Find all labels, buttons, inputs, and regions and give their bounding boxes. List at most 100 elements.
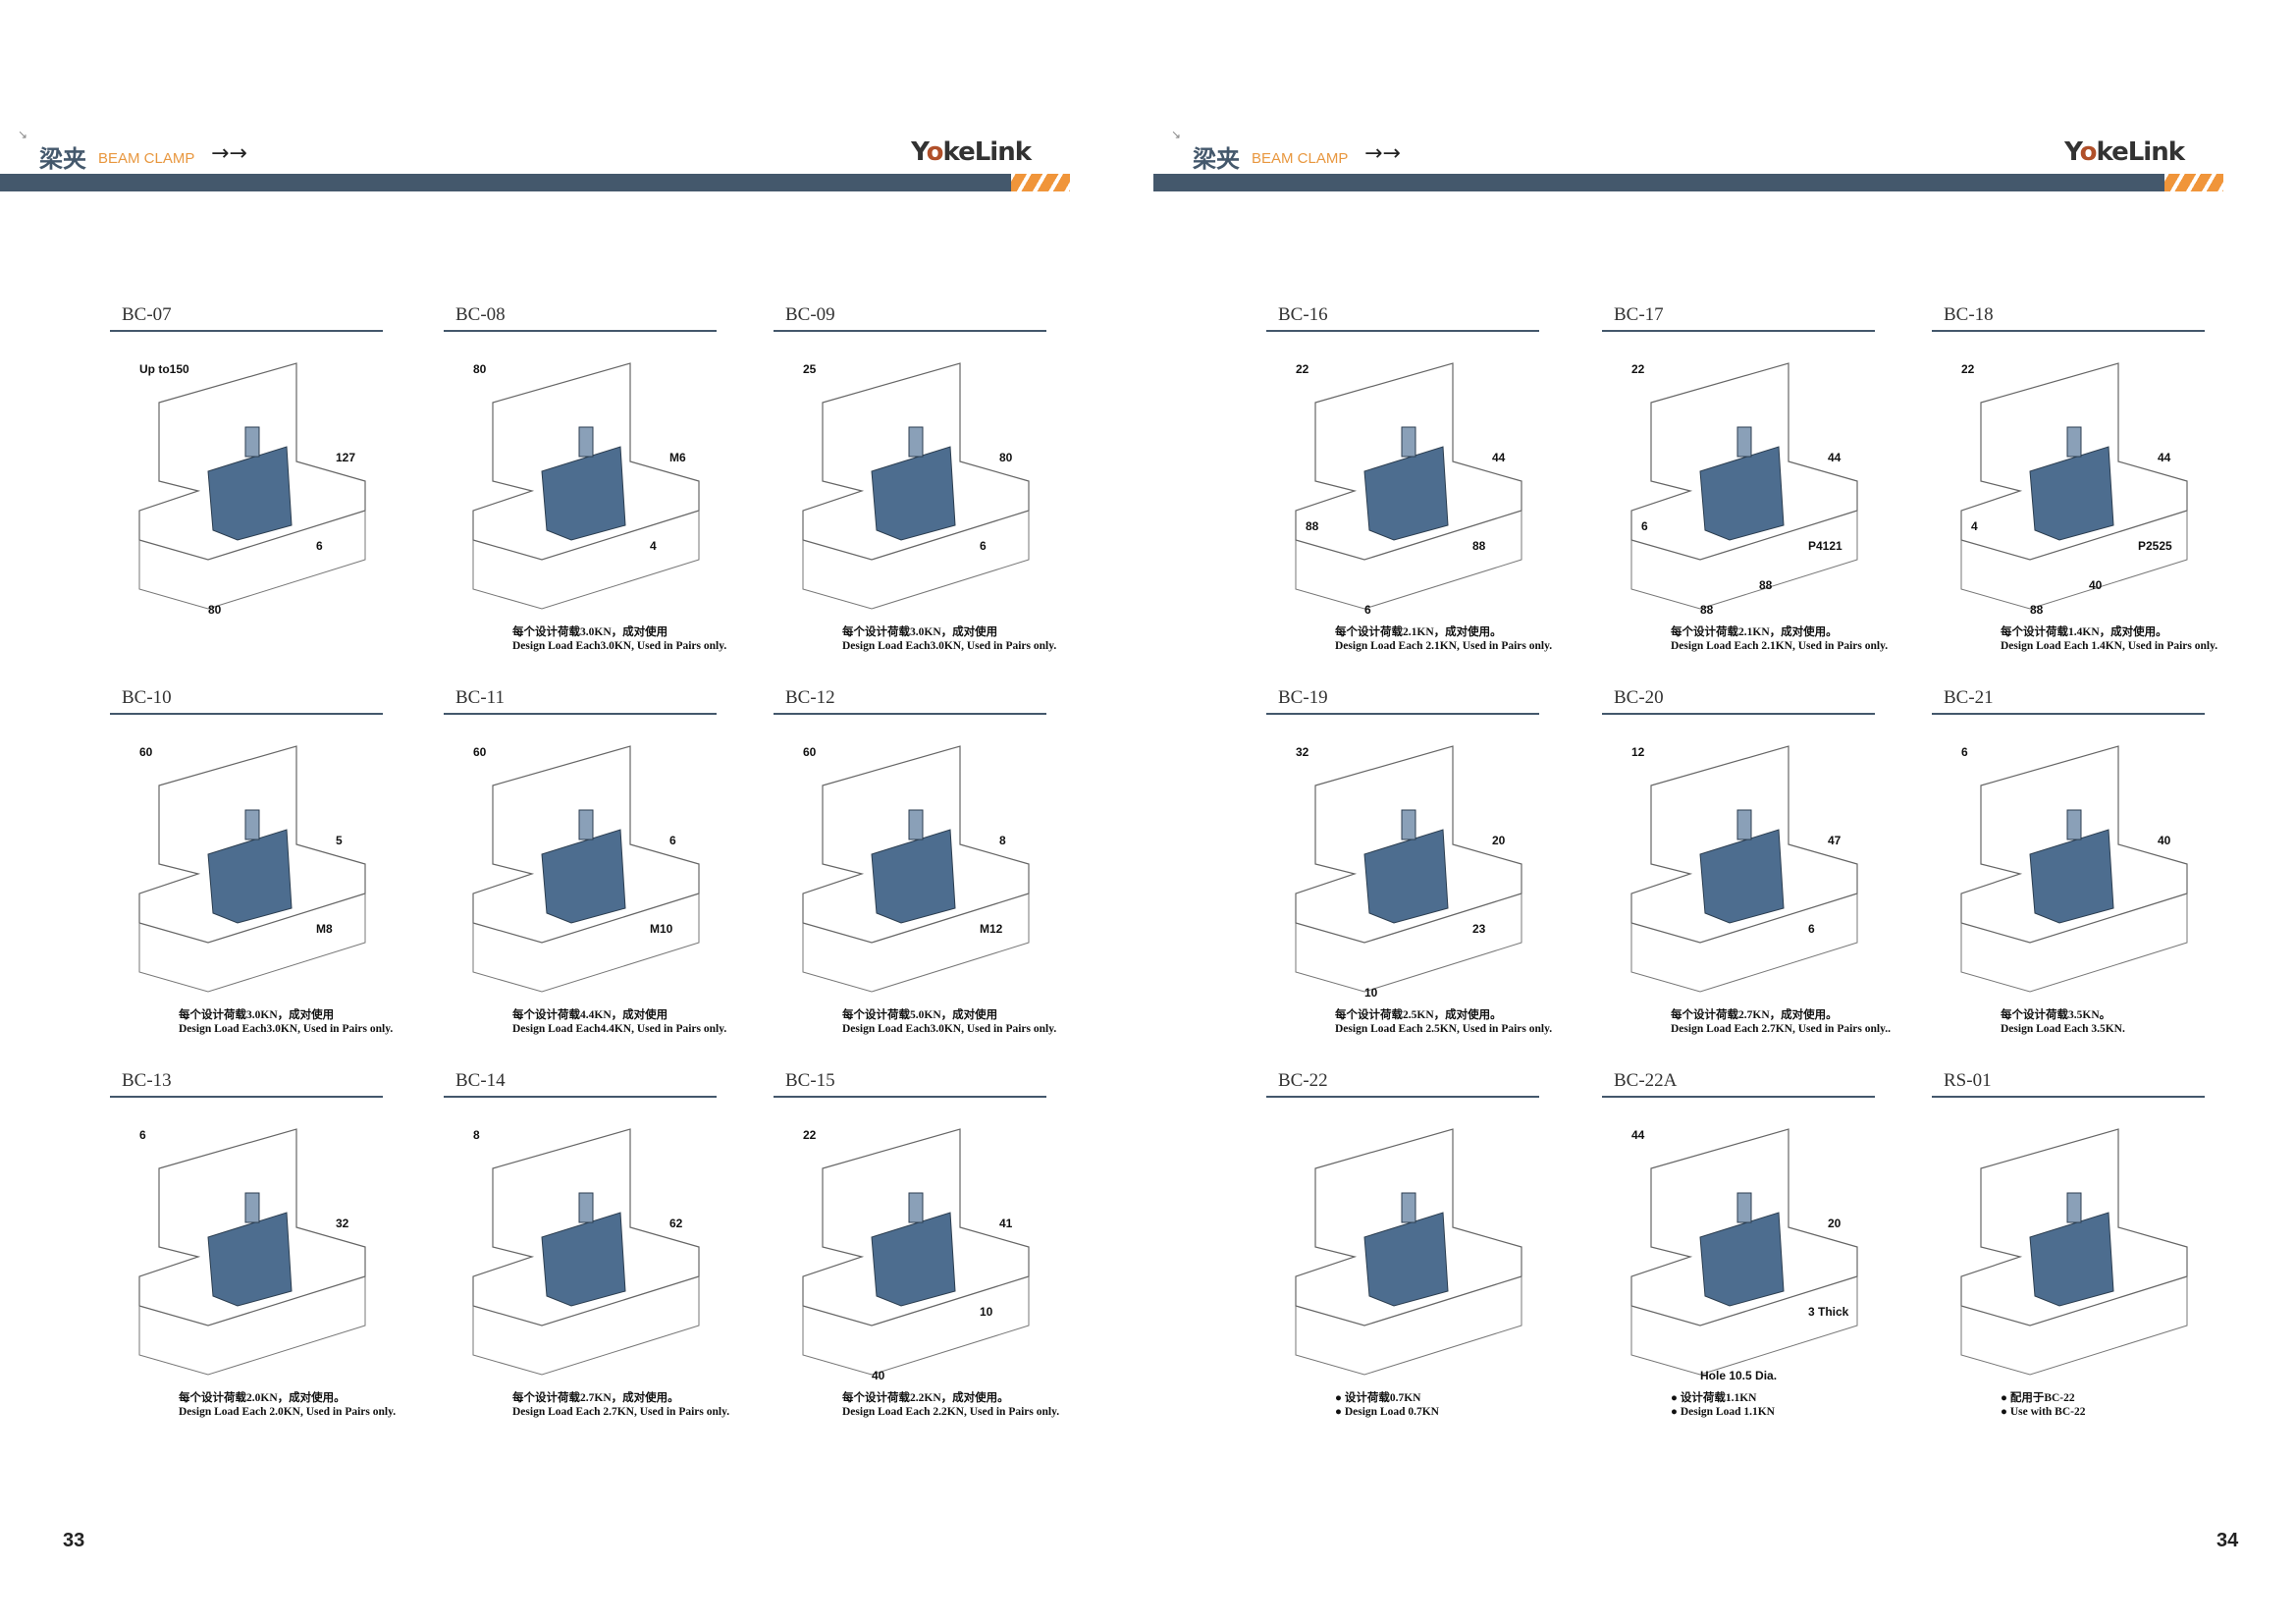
caption-en: Design Load Each 2.0KN, Used in Pairs on… [179,1406,397,1418]
dimension-label: 41 [999,1217,1013,1230]
product-drawing: 8 62 [472,1128,700,1376]
caption-en: Design Load Each 2.7KN, Used in Pairs on… [512,1406,730,1418]
clamp-body [871,1212,956,1307]
dimension-label: 8 [999,834,1006,847]
dimension-label: 88 [1472,539,1486,553]
bolt [1736,809,1752,840]
dimension-label: 88 [1700,603,1714,617]
caption-en: Design Load Each 3.5KN. [2001,1023,2125,1035]
bolt [578,809,594,840]
design-load-caption: 每个设计荷载2.2KN，成对使用。Design Load Each 2.2KN,… [842,1391,1059,1419]
design-load-caption: 每个设计荷载2.7KN，成对使用。Design Load Each 2.7KN,… [512,1391,729,1419]
bolt [2066,426,2082,458]
dimension-label: 22 [803,1128,817,1142]
caption-cn: 每个设计荷载2.5KN，成对使用。 [1335,1009,1502,1021]
design-load-caption: ● 设计荷载0.7KN● Design Load 0.7KN [1335,1391,1439,1419]
caption-en: ● Use with BC-22 [2001,1406,2086,1418]
product-code: BC-20 [1614,687,1664,708]
header-stripes [2164,174,2223,191]
bolt [578,1192,594,1223]
page-33-header: ↘ 梁夹 BEAM CLAMP →→ YokeLink [0,128,1070,196]
dimension-label: 3 Thick [1808,1305,1849,1319]
dimension-label: 40 [872,1369,885,1382]
channel-outline [1960,511,2188,610]
caption-en: Design Load Each 2.7KN, Used in Pairs on… [1671,1023,1891,1035]
dimension-label: 12 [1631,745,1645,759]
dimension-label: 32 [1296,745,1309,759]
dimension-label: 40 [2089,578,2103,592]
clamp-body [871,446,956,541]
bolt [908,809,924,840]
dimension-label: M8 [316,922,333,936]
product-drawing [1960,1128,2188,1376]
clamp-body [1699,1212,1785,1307]
dimension-label: 62 [669,1217,683,1230]
header-bar [1153,174,2223,191]
design-load-caption: 每个设计荷载2.0KN，成对使用。 Design Load Each 2.0KN,… [179,1391,396,1419]
dimension-label: P4121 [1808,539,1842,553]
dimension-label: 88 [1306,519,1319,533]
bolt [244,1192,260,1223]
dimension-label: 23 [1472,922,1486,936]
dimension-label: 8 [473,1128,480,1142]
caption-en: Design Load Each3.0KN, Used in Pairs onl… [179,1023,394,1035]
product-code: BC-13 [122,1070,172,1091]
product-code: BC-08 [455,304,506,325]
bolt [908,426,924,458]
title-rule [1602,1096,1875,1098]
caption-cn: 每个设计荷载2.7KN，成对使用。 [1671,1009,1838,1021]
bolt [908,1192,924,1223]
dimension-label: 80 [999,451,1013,464]
caption-cn: 每个设计荷载2.1KN，成对使用。 [1335,626,1502,638]
caption-cn: ● 设计荷载1.1KN [1671,1392,1757,1404]
caption-cn: 每个设计荷载3.0KN，成对使用 [179,1009,335,1021]
channel-outline [1630,1276,1858,1376]
section-title-cn: 梁夹 [39,145,86,173]
caption-en: Design Load Each 1.4KN, Used in Pairs on… [2001,640,2218,652]
dimension-label: 4 [650,539,657,553]
clamp-body [207,446,293,541]
section-title-en: BEAM CLAMP [1252,150,1349,167]
dimension-label: 44 [1492,451,1506,464]
caption-cn: 每个设计荷载2.0KN，成对使用。 [179,1392,346,1404]
caption-en: Design Load Each 2.2KN, Used in Pairs on… [842,1406,1060,1418]
dimension-label: 20 [1492,834,1506,847]
design-load-caption: ● 配用于BC-22● Use with BC-22 [2001,1391,2086,1419]
dimension-label: 20 [1828,1217,1842,1230]
title-rule [110,1096,383,1098]
design-load-caption: 每个设计荷载2.7KN，成对使用。 Design Load Each 2.7KN,… [1671,1008,1891,1036]
arrow-mark-icon: ↘ [18,128,28,141]
dimension-label: 80 [473,362,487,376]
channel-outline [138,1276,366,1376]
header-bar [0,174,1070,191]
dimension-label: 6 [1961,745,1968,759]
clamp-body [1363,829,1449,924]
caption-en: Design Load Each4.4KN, Used in Pairs onl… [512,1023,727,1035]
channel-outline [802,893,1030,993]
page-34-header: ↘ 梁夹 BEAM CLAMP →→ YokeLink [1153,128,2223,196]
product-code: BC-22 [1278,1070,1328,1091]
clamp-body [541,1212,626,1307]
dimension-label: M12 [980,922,1003,936]
dimension-label: 22 [1631,362,1645,376]
caption-en: Design Load Each 2.1KN, Used in Pairs on… [1671,640,1889,652]
dimension-label: 44 [1828,451,1842,464]
caption-cn: ● 设计荷载0.7KN [1335,1392,1421,1404]
caption-cn: 每个设计荷载1.4KN，成对使用。 [2001,626,2167,638]
